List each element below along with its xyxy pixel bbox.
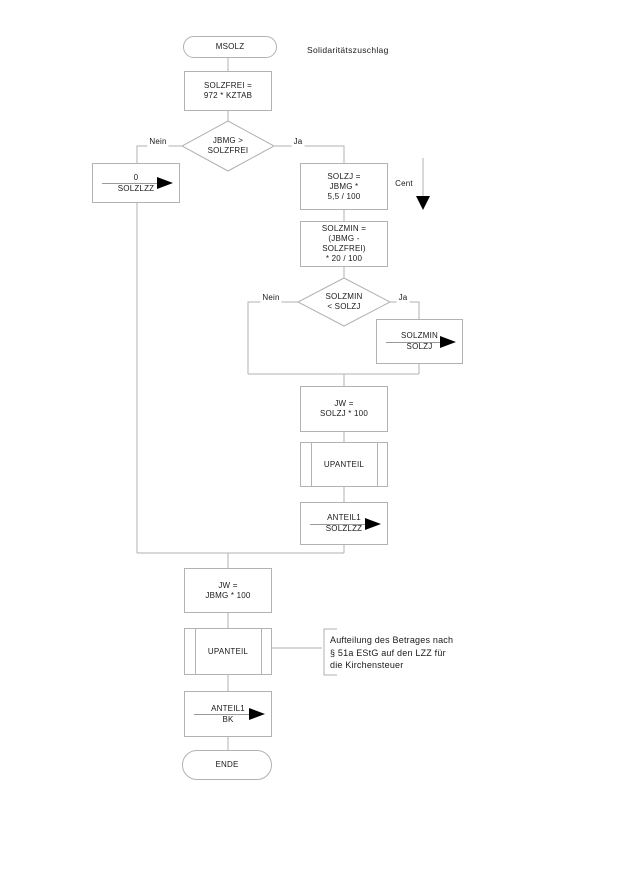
connector-decision2-ja [390,301,420,319]
start-terminator: MSOLZ [183,36,277,58]
assign-arrow-icon [365,517,381,530]
assign-solzmin-solzj: SOLZMIN SOLZJ [376,319,463,364]
subroutine-strut [377,443,378,486]
subroutine-strut [195,629,196,674]
assign-zero-solzlzz: 0 SOLZLZZ [92,163,180,203]
assign-arrow-icon [157,177,173,189]
assign-line [310,523,374,525]
decision2-no-label: Nein [260,293,282,303]
assign-anteil1-bk-target: BK [222,714,234,724]
connector-decision1-nein [136,145,182,163]
subroutine-upanteil-2-label: UPANTEIL [207,646,249,656]
diagram-title: Solidaritätszuschlag [307,45,389,55]
end-terminator: ENDE [182,750,272,780]
cent-unit-label: Cent [393,179,415,189]
process-calc-solzj-label: SOLZJ = JBMG * 5,5 / 100 [327,171,361,201]
decision1-yes-label: Ja [291,137,305,147]
assign-solzmin-target: SOLZJ [406,342,433,351]
assign-anteil1-bk-value: ANTEIL1 [211,703,245,713]
decision2-label: SOLZMIN < SOLZJ [325,292,363,311]
connector-decision2-nein [247,301,298,374]
subroutine-upanteil-1: UPANTEIL [300,442,388,487]
assign-line [102,183,166,184]
process-calc-solzmin-label: SOLZMIN = (JBMG - SOLZFREI) * 20 / 100 [321,224,367,263]
process-calc-jw-solzj: JW = SOLZJ * 100 [300,386,388,432]
assign-anteil1-value: ANTEIL1 [327,513,361,522]
assign-zero-value: 0 [133,172,139,182]
end-label: ENDE [215,760,239,769]
process-calc-jw-jbmg-label: JW = JBMG * 100 [205,580,251,600]
process-calc-solzmin: SOLZMIN = (JBMG - SOLZFREI) * 20 / 100 [300,221,388,267]
assign-line [386,341,449,343]
assign-zero-target: SOLZLZZ [117,183,155,193]
process-calc-solzj: SOLZJ = JBMG * 5,5 / 100 [300,163,388,210]
decision1-label: JBMG > SOLZFREI [207,136,249,155]
start-label: MSOLZ [215,42,245,51]
subroutine-strut [261,629,262,674]
decision1-diamond [180,120,276,172]
assign-anteil1-bk: ANTEIL1 BK [184,691,272,737]
decision2-diamond [296,277,392,327]
decision1-no-label: Nein [147,137,169,147]
subroutine-upanteil-2: UPANTEIL [184,628,272,675]
decision2-yes-label: Ja [396,293,410,303]
process-calc-jw-solzj-label: JW = SOLZJ * 100 [319,399,368,418]
connector-decision1-ja [274,145,345,163]
assign-arrow-icon [440,335,456,348]
cent-arrow-head-icon [416,196,430,210]
assign-anteil1-target: SOLZLZZ [325,524,363,533]
assign-anteil1-solzlzz: ANTEIL1 SOLZLZZ [300,502,388,545]
process-calc-solzfrei: SOLZFREI = 972 * KZTAB [184,71,272,111]
assign-arrow-icon [249,708,265,720]
assign-line [194,714,258,715]
process-calc-solzfrei-label: SOLZFREI = 972 * KZTAB [203,81,253,100]
subroutine-strut [311,443,312,486]
process-calc-jw-jbmg: JW = JBMG * 100 [184,568,272,613]
assign-solzmin-value: SOLZMIN [401,331,438,340]
subroutine-upanteil-1-label: UPANTEIL [323,459,365,469]
annotation-bracket [323,628,337,676]
annotation-text: Aufteilung des Betrages nach § 51a EStG … [330,635,454,670]
